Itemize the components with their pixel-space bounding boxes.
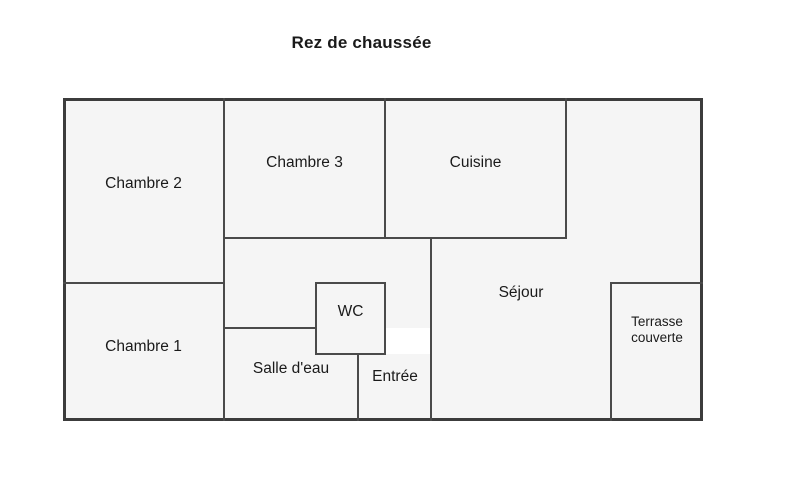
wall-outer-top (63, 98, 703, 101)
room-cuisine[interactable] (385, 98, 566, 238)
room-entree[interactable] (358, 354, 431, 421)
wall-wc-top (316, 282, 386, 284)
wall-outer-bottom (63, 418, 703, 421)
wall-terrasse-left (610, 282, 612, 421)
wall-couloir-sejour (430, 237, 432, 421)
room-chambre-3[interactable] (224, 98, 385, 238)
room-wc[interactable] (316, 283, 385, 354)
wall-chambre2-chambre1 (63, 282, 225, 284)
room-terrasse-couverte[interactable] (611, 283, 703, 421)
page-title: Rez de chaussée (291, 33, 432, 52)
wall-salledeau-entree (357, 353, 359, 421)
wall-outer-left (63, 98, 66, 421)
wall-outer-right (700, 98, 703, 421)
room-degagement-nord[interactable] (566, 98, 703, 238)
room-chambre-2[interactable] (63, 98, 224, 283)
wall-chambre2-chambre3 (223, 98, 225, 421)
wall-cuisine-degagement (565, 98, 567, 239)
wall-couloir-salledeau (224, 327, 317, 329)
wall-wc-right (384, 282, 386, 355)
wall-north-rooms-south (224, 237, 567, 239)
wall-chambre3-cuisine (384, 98, 386, 239)
room-chambre-1[interactable] (63, 283, 224, 421)
wall-wc-left (315, 282, 317, 355)
floorplan-canvas: Chambre 2 Chambre 3 Cuisine Séjour Chamb… (63, 98, 703, 421)
wall-terrasse-top (611, 282, 703, 284)
wall-wc-bottom (316, 353, 386, 355)
